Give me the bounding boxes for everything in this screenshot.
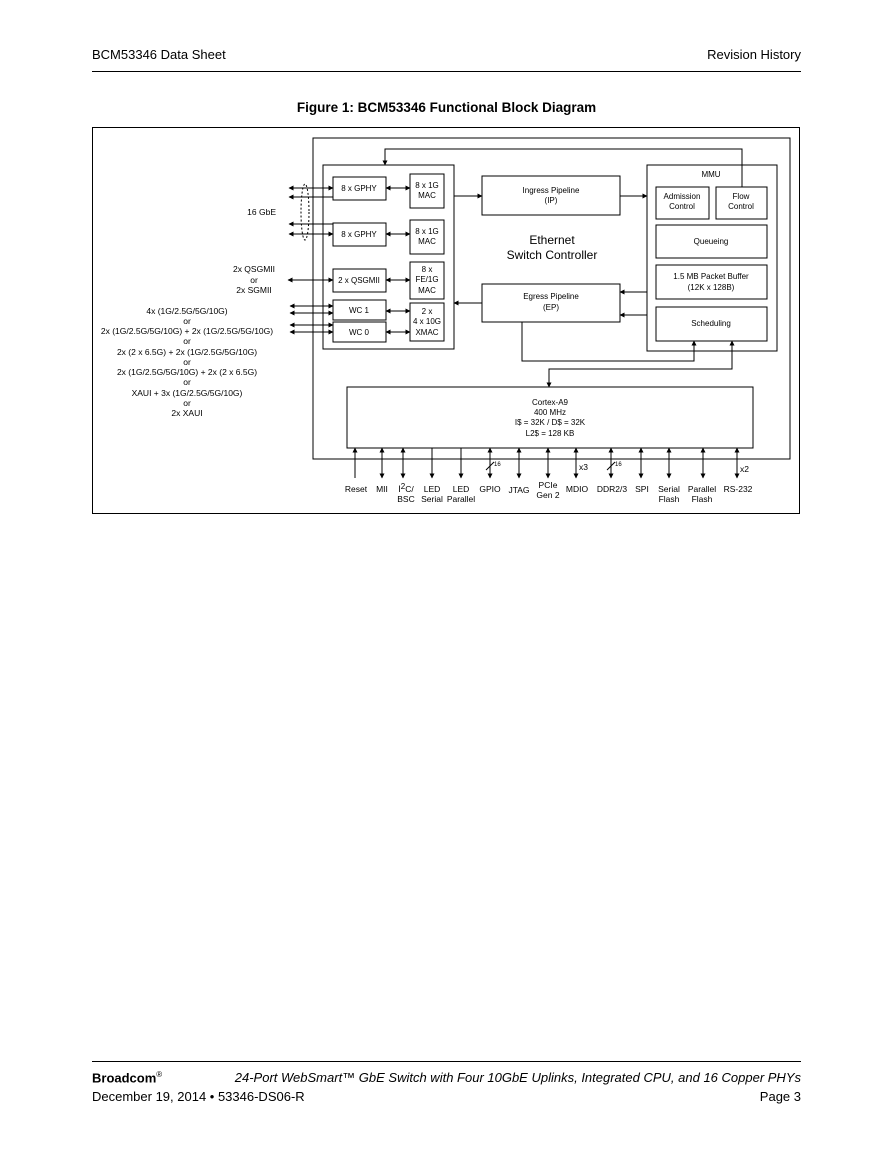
mac1-label: 8 x 1G [415,181,439,190]
iface-mdio: MDIO [566,484,589,494]
cpu-label: Cortex-A9 [532,398,569,407]
mode-line: 2x (1G/2.5G/5G/10G) + 2x (1G/2.5G/5G/10G… [101,326,273,336]
mac3-label: FE/1G [415,275,438,284]
port-block [322,164,455,350]
chip-outline [312,137,791,460]
mac3-label: MAC [418,286,436,295]
mode-line: or [183,357,191,367]
queueing-label: Queueing [694,237,729,246]
iface-reset: Reset [345,484,368,494]
mode-line: or [183,336,191,346]
iface-serial-flash: Flash [659,494,680,504]
iface-rs232: RS-232 [724,484,753,494]
iface-bsc: BSC [397,494,414,504]
iface-serial-flash: Serial [658,484,680,494]
egress-label: Egress Pipeline [523,292,579,301]
iface-parallel-flash: Flash [692,494,713,504]
xmac-label: 2 x [422,307,433,316]
rs232-mult: x2 [740,464,749,474]
iface-parallel-flash: Parallel [688,484,716,494]
egress-label: (EP) [543,303,559,312]
xmac-box [409,302,445,342]
mac2-label: MAC [418,237,436,246]
ingress-label: Ingress Pipeline [523,186,580,195]
packet-buffer-label: (12K x 128B) [688,283,735,292]
gphy2-label: 8 x GPHY [341,230,377,239]
mode-line: XAUI + 3x (1G/2.5G/5G/10G) [132,388,243,398]
header-section: Revision History [707,47,801,62]
label-sgmii: 2x SGMII [236,285,271,295]
footer-page-number: Page 3 [759,1089,801,1104]
esc-label: Switch Controller [507,248,598,262]
ingress-label: (IP) [545,196,558,205]
packet-buffer-label: 1.5 MB Packet Buffer [673,272,749,281]
footer-date-docnum: December 19, 2014 • 53346-DS06-R [92,1089,305,1104]
label-qsgmii-or: or [250,275,258,285]
admission-label: Admission [664,192,701,201]
cpu-label: L2$ = 128 KB [526,429,575,438]
mmu-label: MMU [701,170,720,179]
wc1-label: WC 1 [349,306,370,315]
cpu-label: I$ = 32K / D$ = 32K [515,418,586,427]
mode-line: or [183,398,191,408]
wc0-label: WC 0 [349,328,370,337]
qsgmii-label: 2 x QSGMII [338,276,380,285]
mac1-box [409,173,445,209]
xmac-label: XMAC [415,328,438,337]
mode-line: 4x (1G/2.5G/5G/10G) [146,306,227,316]
iface-gpio: GPIO [479,484,501,494]
iface-led-serial: LED [424,484,441,494]
mode-line: or [183,316,191,326]
footer-brand: Broadcom® [92,1070,163,1086]
mac2-label: 8 x 1G [415,227,439,236]
mdio-mult: x3 [579,462,588,472]
ddr-width: 16 [615,462,622,468]
iface-led-serial: Serial [421,494,443,504]
header-rule [92,71,801,72]
iface-jtag: JTAG [508,485,529,495]
iface-pcie: PCIe [539,480,558,490]
flow-label: Control [728,202,754,211]
registered-mark: ® [156,1070,163,1079]
iface-led-parallel: Parallel [447,494,475,504]
gpio-width: 16 [494,462,501,468]
admission-label: Control [669,202,695,211]
header-doc-title: BCM53346 Data Sheet [92,47,226,62]
packet-buffer-box [655,264,768,300]
connection-lines [287,148,743,479]
xmac-label: 4 x 10G [413,317,441,326]
scheduling-label: Scheduling [691,319,731,328]
label-qsgmii: 2x QSGMII [233,264,275,274]
footer-rule [92,1061,801,1062]
mode-line: 2x XAUI [171,408,202,418]
figure-title: Figure 1: BCM53346 Functional Block Diag… [296,100,597,115]
mac2-box [409,219,445,255]
iface-led-parallel: LED [453,484,470,494]
iface-ddr: DDR2/3 [597,484,628,494]
iface-pcie: Gen 2 [536,490,559,500]
esc-label: Ethernet [529,233,575,247]
iface-mii: MII [376,484,388,494]
iface-spi: SPI [635,484,649,494]
cpu-label: 400 MHz [534,408,566,417]
admission-box [655,186,710,220]
mode-line: or [183,377,191,387]
iface-i2c: I2C/ [398,482,414,494]
mac3-label: 8 x [422,265,433,274]
queueing-box [655,224,768,259]
mac1-label: MAC [418,191,436,200]
mode-line: 2x (2 x 6.5G) + 2x (1G/2.5G/5G/10G) [117,347,257,357]
footer-description: 24-Port WebSmart™ GbE Switch with Four 1… [234,1070,801,1085]
diagram-frame [92,127,800,514]
flow-label: Flow [733,192,750,201]
gphy1-label: 8 x GPHY [341,184,377,193]
mode-line: 2x (1G/2.5G/5G/10G) + 2x (2 x 6.5G) [117,367,257,377]
label-16gbe: 16 GbE [247,207,276,217]
